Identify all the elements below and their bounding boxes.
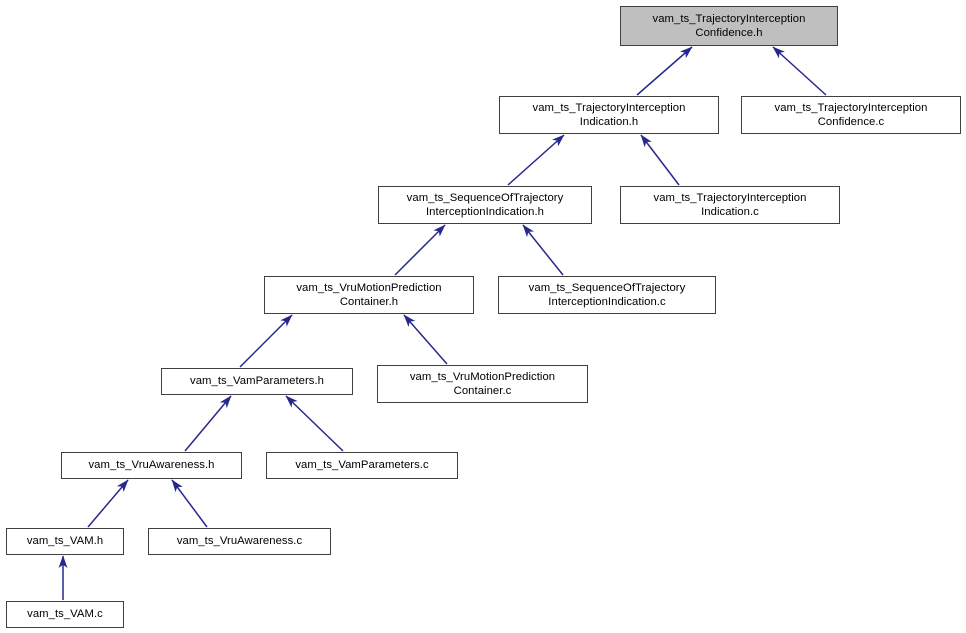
edge-vruAwareness_c-to-vruAwareness_h [171, 479, 208, 528]
graph-node-label: vam_ts_VruMotionPrediction Container.c [409, 370, 556, 397]
graph-node-vamParameters_h[interactable]: vam_ts_VamParameters.h [161, 368, 353, 395]
graph-node-vamParameters_c[interactable]: vam_ts_VamParameters.c [266, 452, 458, 479]
graph-node-label: vam_ts_VAM.c [27, 608, 103, 621]
graph-node-vruMotionPredictionContainer_c[interactable]: vam_ts_VruMotionPrediction Container.c [377, 365, 588, 403]
graph-node-label: vam_ts_TrajectoryInterception Indication… [653, 191, 807, 218]
graph-node-vruAwareness_c[interactable]: vam_ts_VruAwareness.c [148, 528, 331, 555]
edge-vamParameters_h-to-vruMotionPredictionContainer_h [239, 314, 293, 368]
edge-vam_h-to-vruAwareness_h [87, 479, 129, 528]
edge-vamParameters_c-to-vamParameters_h [285, 395, 344, 452]
edge-trajectoryInterceptionIndication_h-to-trajectoryInterceptionConfidence_h [636, 46, 693, 96]
graph-node-label: vam_ts_SequenceOfTrajectory Interception… [528, 281, 686, 308]
graph-node-sequenceOfTrajectoryInterceptionIndication_h[interactable]: vam_ts_SequenceOfTrajectory Interception… [378, 186, 592, 224]
graph-node-label: vam_ts_VAM.h [26, 535, 104, 548]
graph-node-label: vam_ts_TrajectoryInterception Confidence… [652, 12, 806, 39]
graph-node-vruMotionPredictionContainer_h[interactable]: vam_ts_VruMotionPrediction Container.h [264, 276, 474, 314]
graph-node-trajectoryInterceptionConfidence_c[interactable]: vam_ts_TrajectoryInterception Confidence… [741, 96, 961, 134]
graph-node-vruAwareness_h[interactable]: vam_ts_VruAwareness.h [61, 452, 242, 479]
graph-node-label: vam_ts_VruMotionPrediction Container.h [296, 281, 442, 308]
graph-node-trajectoryInterceptionIndication_c[interactable]: vam_ts_TrajectoryInterception Indication… [620, 186, 840, 224]
graph-node-label: vam_ts_VruAwareness.c [176, 535, 303, 548]
graph-node-vam_c[interactable]: vam_ts_VAM.c [6, 601, 124, 628]
graph-node-label: vam_ts_VruAwareness.h [88, 459, 215, 472]
edge-vruAwareness_h-to-vamParameters_h [184, 395, 232, 452]
dependency-edges [58, 46, 827, 600]
graph-node-label: vam_ts_TrajectoryInterception Confidence… [774, 101, 928, 128]
graph-node-trajectoryInterceptionConfidence_h[interactable]: vam_ts_TrajectoryInterception Confidence… [620, 6, 838, 46]
edge-trajectoryInterceptionIndication_c-to-trajectoryInterceptionIndication_h [640, 134, 680, 186]
graph-node-sequenceOfTrajectoryInterceptionIndication_c[interactable]: vam_ts_SequenceOfTrajectory Interception… [498, 276, 716, 314]
edge-sequenceOfTrajectoryInterceptionIndication_h-to-trajectoryInterceptionIndication_h [507, 134, 565, 186]
graph-node-label: vam_ts_VamParameters.h [190, 375, 324, 388]
graph-node-trajectoryInterceptionIndication_h[interactable]: vam_ts_TrajectoryInterception Indication… [499, 96, 719, 134]
edge-vruMotionPredictionContainer_c-to-vruMotionPredictionContainer_h [403, 314, 448, 365]
edge-vruMotionPredictionContainer_h-to-sequenceOfTrajectoryInterceptionIndication_h [394, 224, 446, 276]
graph-node-vam_h[interactable]: vam_ts_VAM.h [6, 528, 124, 555]
edge-sequenceOfTrajectoryInterceptionIndication_c-to-sequenceOfTrajectoryInterceptionIndication_h [522, 224, 564, 276]
graph-node-label: vam_ts_TrajectoryInterception Indication… [532, 101, 686, 128]
graph-node-label: vam_ts_VamParameters.c [295, 459, 429, 472]
edge-trajectoryInterceptionConfidence_c-to-trajectoryInterceptionConfidence_h [772, 46, 827, 96]
graph-node-label: vam_ts_SequenceOfTrajectory Interception… [406, 191, 564, 218]
